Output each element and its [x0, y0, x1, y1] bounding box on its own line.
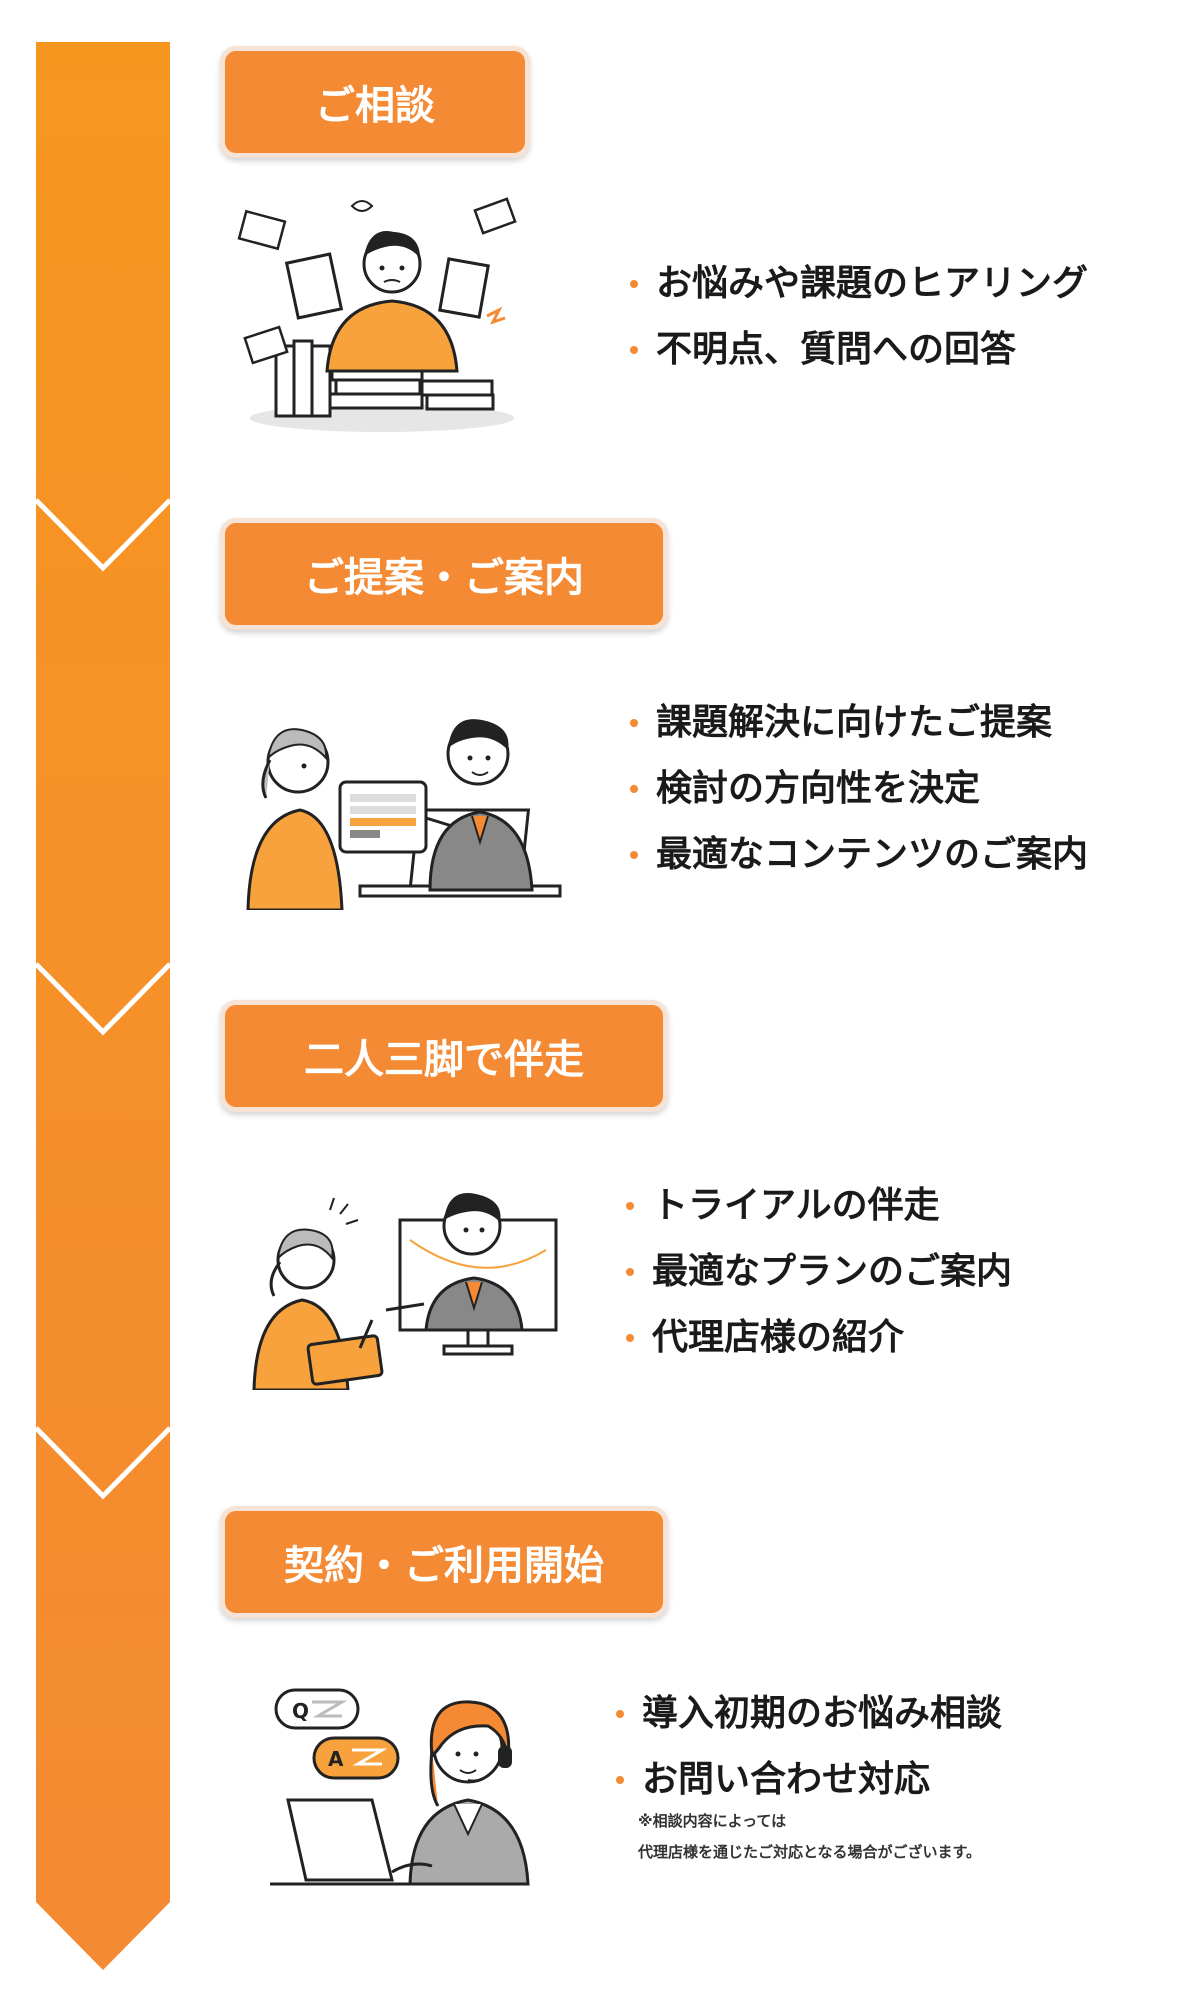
bullet-item: 検討の方向性を決定 — [630, 756, 1088, 822]
bullet-dot-icon — [630, 719, 638, 727]
a-bubble-text: A — [328, 1747, 344, 1771]
q-bubble-text: Q — [292, 1699, 309, 1723]
bullet-item: 最適なプランのご案内 — [626, 1239, 1012, 1305]
bullet-dot-icon — [630, 851, 638, 859]
step-2-bullet-list: 課題解決に向けたご提案 検討の方向性を決定 最適なコンテンツのご案内 — [630, 690, 1088, 888]
step-title-consultation: ご相談 — [220, 46, 530, 158]
footnote-line-2: 代理店様を通じたご対応となる場合がございます。 — [638, 1843, 982, 1861]
bullet-item: お悩みや課題のヒアリング — [630, 251, 1088, 317]
bullet-dot-icon — [630, 346, 638, 354]
support-operator-illustration: Q A — [270, 1688, 530, 1886]
step-title-proposal: ご提案・ご案内 — [220, 518, 668, 630]
footnote-line-1: ※相談内容によっては — [638, 1812, 787, 1830]
step-1-bullet-list: お悩みや課題のヒアリング 不明点、質問への回答 — [630, 251, 1088, 383]
bullet-item: 課題解決に向けたご提案 — [630, 690, 1088, 756]
consultant-tablet-illustration — [246, 719, 562, 910]
bullet-item: 最適なコンテンツのご案内 — [630, 822, 1088, 888]
bullet-item: 導入初期のお悩み相談 — [616, 1681, 1002, 1747]
flow-arrow — [36, 42, 170, 1970]
step-3-bullet-list: トライアルの伴走 最適なプランのご案内 代理店様の紹介 — [626, 1173, 1012, 1371]
step-title-contract: 契約・ご利用開始 — [220, 1506, 668, 1618]
bullet-item: お問い合わせ対応 — [616, 1747, 1002, 1813]
bullet-item: 代理店様の紹介 — [626, 1305, 1012, 1371]
step-4-bullet-list: 導入初期のお悩み相談 お問い合わせ対応 — [616, 1681, 1002, 1813]
bullet-dot-icon — [630, 785, 638, 793]
bullet-dot-icon — [626, 1334, 634, 1342]
online-coaching-illustration — [252, 1193, 558, 1390]
bullet-item: 不明点、質問への回答 — [630, 317, 1088, 383]
bullet-dot-icon — [626, 1268, 634, 1276]
worried-person-illustration — [237, 197, 517, 432]
bullet-item: トライアルの伴走 — [626, 1173, 1012, 1239]
bullet-dot-icon — [626, 1202, 634, 1210]
bullet-dot-icon — [630, 280, 638, 288]
step-title-support: 二人三脚で伴走 — [220, 1000, 668, 1112]
footnote: ※相談内容によっては 代理店様を通じたご対応となる場合がございます。 — [638, 1806, 981, 1868]
bullet-dot-icon — [616, 1710, 624, 1718]
bullet-dot-icon — [616, 1776, 624, 1784]
